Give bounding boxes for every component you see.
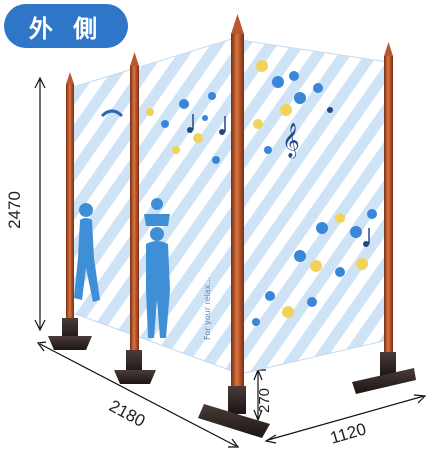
long-side-panel: For your relax... — [69, 37, 236, 373]
music-flower-decoration — [100, 92, 226, 164]
height-value: 2470 — [4, 191, 24, 229]
flower-cluster-top: 𝄞 — [253, 60, 333, 159]
clearance-value: 270 — [256, 387, 274, 414]
height-dimension-label: 2470 — [5, 191, 25, 229]
outside-badge: 外 側 — [4, 4, 128, 48]
silhouette-parent-child-icon — [144, 198, 170, 338]
support-poles — [66, 14, 393, 390]
dimension-lines — [34, 76, 427, 448]
outside-label: 外 側 — [28, 14, 104, 43]
treble-clef-icon: 𝄞 — [282, 123, 300, 159]
clearance-dimension-label: 270 — [256, 388, 273, 413]
short-side-panel: 𝄞 — [239, 39, 389, 375]
flower-cluster-bottom — [252, 209, 377, 326]
side-panel-caption: For your relax... — [203, 277, 212, 340]
silhouette-walking-icon — [74, 203, 100, 302]
pole-bases — [48, 318, 416, 438]
